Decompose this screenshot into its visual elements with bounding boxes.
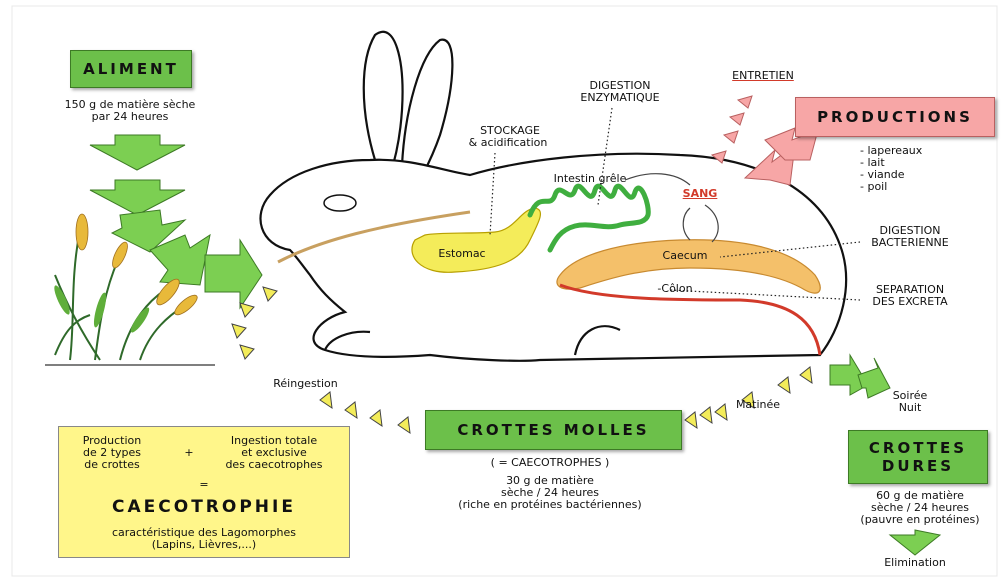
caecotrophy-left-3: de crottes (67, 459, 157, 471)
enzymatic-digestion-label-2: ENZYMATIQUE (560, 92, 680, 104)
productions-title: PRODUCTIONS (817, 108, 973, 126)
elimination-label: Elimination (865, 557, 965, 569)
separation-label-2: DES EXCRETA (860, 296, 960, 308)
colon-label: -Côlon (650, 283, 700, 295)
soft-feces-title: CROTTES MOLLES (457, 421, 649, 439)
blood-label: SANG (680, 188, 720, 200)
acidification-label: & acidification (458, 137, 558, 149)
caecotrophy-caption-2: (Lapins, Lièvres,...) (69, 539, 339, 551)
caecotrophy-title: CAECOTROPHIE (69, 497, 339, 517)
soft-feces-subtitle: ( = CAECOTROPHES ) (455, 457, 645, 469)
aliment-period: par 24 heures (40, 111, 220, 123)
caecum-label: Caecum (655, 250, 715, 262)
night-label: Nuit (880, 402, 940, 414)
morning-label: Matinée (728, 399, 788, 411)
caecotrophy-plus: + (179, 447, 199, 459)
productions-box: PRODUCTIONS (795, 97, 995, 137)
small-intestine-label: Intestin grêle (540, 173, 640, 185)
hard-feces-box: CROTTES DURES (848, 430, 988, 484)
caecotrophy-equals: = (194, 479, 214, 491)
aliment-box: ALIMENT (70, 50, 192, 88)
maintenance-label: ENTRETIEN (718, 70, 808, 82)
caecotrophy-box: Production de 2 types de crottes + Inges… (58, 426, 350, 558)
caecotrophy-right-3: des caecotrophes (209, 459, 339, 471)
productions-list: lapereaux lait viande poil (860, 145, 922, 193)
hard-feces-note: (pauvre en protéines) (840, 514, 1000, 526)
aliment-title: ALIMENT (83, 60, 179, 78)
soft-feces-box: CROTTES MOLLES (425, 410, 682, 450)
bacterial-digestion-label-2: BACTERIENNE (860, 237, 960, 249)
soft-feces-note: (riche en protéines bactériennes) (430, 499, 670, 511)
reingestion-label: Réingestion (258, 378, 353, 390)
hard-feces-title-2: DURES (882, 457, 954, 475)
hard-feces-title-1: CROTTES (869, 439, 967, 457)
list-item: poil (860, 181, 922, 193)
stomach-label: Estomac (432, 248, 492, 260)
